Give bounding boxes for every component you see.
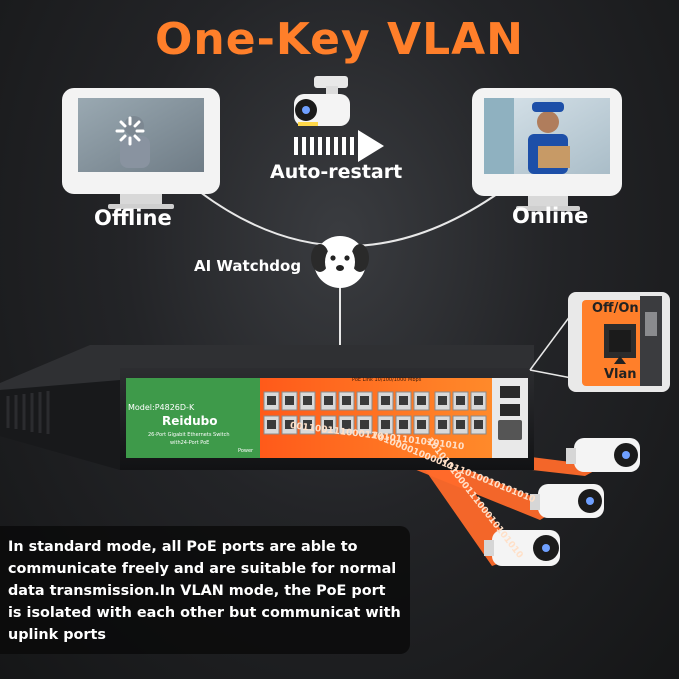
rj45-port-opening: [303, 396, 312, 405]
rj45-port-opening: [267, 420, 276, 429]
offline-label: Offline: [94, 206, 172, 230]
camera-icon: [294, 76, 350, 126]
rj45-port-opening: [456, 396, 465, 405]
monitor-icon: [62, 88, 220, 209]
rj45-port-opening: [360, 396, 369, 405]
rj45-port-opening: [285, 420, 294, 429]
watchdog-label: AI Watchdog: [194, 257, 302, 275]
page-title: One-Key VLAN: [155, 14, 524, 65]
description-text: In standard mode, all PoE ports are able…: [8, 539, 401, 643]
rj45-port-opening: [438, 396, 447, 405]
rj45-port-opening: [456, 420, 465, 429]
rj45-port-opening: [438, 420, 447, 429]
camera-icon: [530, 484, 604, 518]
camera-icon: [566, 438, 640, 472]
dog-icon: [311, 236, 369, 288]
sfp-ports: [498, 386, 522, 440]
rj45-port-opening: [342, 396, 351, 405]
rj45-port-opening: [381, 396, 390, 405]
rj45-port-opening: [417, 396, 426, 405]
rj45-port-opening: [399, 396, 408, 405]
rj45-port-opening: [474, 420, 483, 429]
rj45-port-opening: [342, 420, 351, 429]
camera-icon: [484, 530, 560, 566]
connection-arc: [199, 191, 501, 247]
power-text: Power: [238, 448, 254, 454]
auto-restart-label: Auto-restart: [270, 161, 403, 183]
description-box: In standard mode, all PoE ports are able…: [0, 526, 410, 654]
off-on-label: Off/On: [592, 301, 639, 316]
rj45-port-opening: [285, 396, 294, 405]
green-label-panel: [126, 378, 260, 458]
rj45-port-opening: [324, 420, 333, 429]
rj45-port-opening: [381, 420, 390, 429]
loading-spinner-icon: [115, 116, 145, 146]
rj45-port-opening: [399, 420, 408, 429]
rj45-ports: [263, 391, 487, 435]
vlan-toggle-callout: [529, 292, 670, 392]
rj45-port-opening: [303, 420, 312, 429]
rj45-port-opening: [267, 396, 276, 405]
arrow-right-icon: [294, 130, 384, 162]
online-label: Online: [512, 204, 589, 228]
model-text: Model:P4826D-K: [128, 403, 195, 412]
rj45-port-opening: [417, 420, 426, 429]
desc-line-1: 26-Port Gigabit Ethernets Switch: [148, 432, 230, 438]
rj45-port-opening: [360, 420, 369, 429]
monitor-icon: [472, 88, 622, 211]
rj45-port-opening: [324, 396, 333, 405]
desc-line-2: with24-Port PoE: [170, 440, 210, 446]
brand-text: Reidubo: [162, 414, 218, 428]
port-header-text: PoE Link 10/100/1000 Mbps: [352, 377, 422, 383]
vlan-label: Vlan: [604, 367, 637, 382]
rj45-port-opening: [474, 396, 483, 405]
